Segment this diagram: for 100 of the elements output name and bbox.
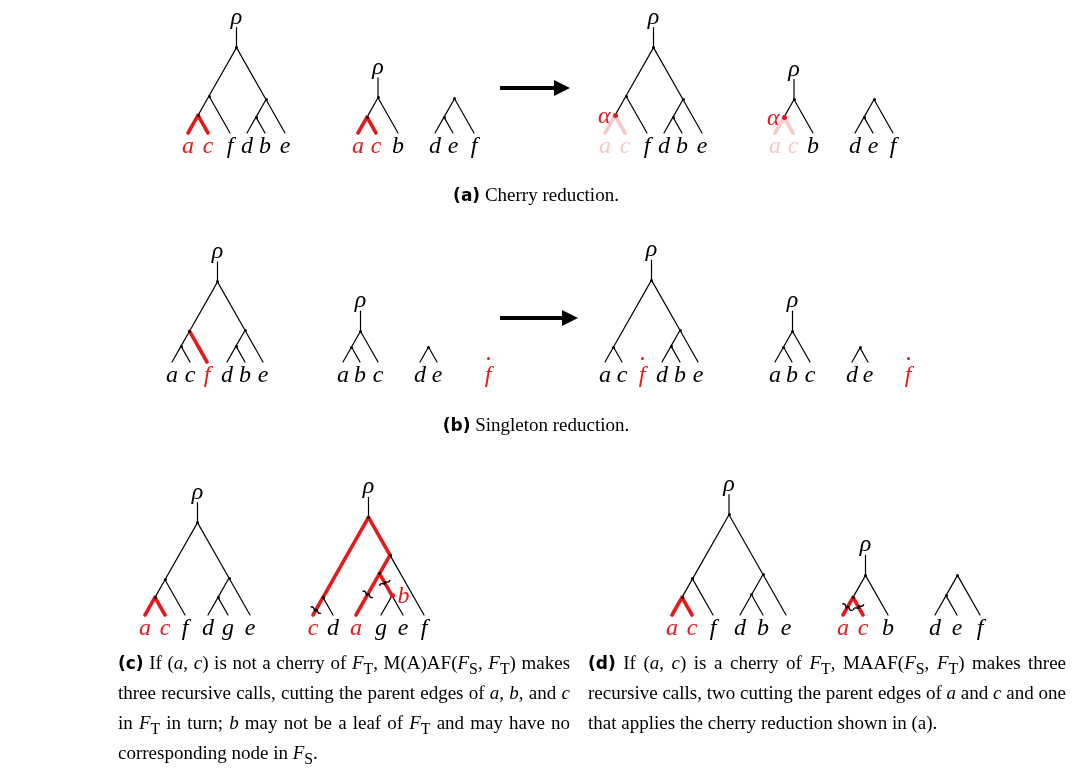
root-label: ρ [186,478,209,503]
tree-branch [207,596,219,616]
tree-branch [672,98,684,118]
tree-branch [614,95,627,116]
tree-branch [389,554,425,616]
branch-point [264,98,268,102]
branch-point [207,94,211,98]
leaf-label: a [833,616,853,638]
tree-branch [612,279,653,348]
tree-branch [197,95,210,116]
branch-point [196,113,200,117]
tree-branch [377,77,379,99]
tree-branch [670,595,684,617]
tree-branch [945,595,958,616]
tree-branch [196,502,199,524]
singleton-leaf: f [632,357,652,385]
tree-branch [791,330,811,363]
branch-point [956,573,959,577]
branch-point [791,329,794,333]
leaf-label: c [368,363,388,385]
leaf-label: c [366,134,386,156]
leaf-label: a [135,616,155,638]
leaf-label: d [654,134,674,156]
labeled-node: α [766,105,787,130]
tree-branch [311,595,325,617]
tree-branch [650,259,653,281]
branch-point [388,553,392,557]
tree-branch [434,116,445,134]
branch-point [442,115,446,119]
leaf-label: a [162,363,182,385]
tree-branch [377,97,399,134]
leaf-label: a [178,134,198,156]
tree-branch [672,116,683,134]
caption: (a) Cherry reduction. [452,183,620,207]
tree-branch [354,571,382,617]
branch-point [612,345,615,349]
tree-branch [750,573,764,596]
tree-branch [217,596,229,616]
tree-branch [670,329,681,347]
branch-point [624,94,628,98]
branch-point [216,595,220,599]
branch-point [453,97,456,101]
tree-branch [851,347,861,363]
tree-branch [728,514,764,576]
leaf-label: a [662,616,682,638]
leaf-label: e [947,616,967,638]
branch-point [153,595,157,599]
tree-branch [625,47,655,97]
root-label: ρ [718,470,740,495]
tree-branch [670,345,681,363]
tree-branch [863,98,875,118]
tree-branch [366,515,392,557]
branch-point [188,329,191,333]
branch-point [652,46,655,50]
root-label: ρ [357,473,380,498]
tree-branch [244,329,264,363]
leaf-label: c [612,363,632,385]
leaf-label: c [303,616,323,638]
leaf-label: b [670,363,690,385]
leaf-label: e [275,134,295,156]
tree-branch [863,116,874,134]
tree-branch [180,345,191,363]
tree-branch [265,98,286,134]
leaf-label: f [703,616,723,638]
tree-branch [841,595,855,617]
leaf-label: c [155,616,175,638]
tree-branch [419,346,430,363]
leaf-label: a [346,616,366,638]
tree-branch [180,330,191,347]
tree-branch [235,27,238,49]
tree-branch [171,345,182,363]
leaf-label: c [800,363,820,385]
leaf-label: f [220,134,240,156]
branch-point [216,280,219,284]
leaf-label: e [253,363,273,385]
leaf-label: b [255,134,275,156]
branch-point [851,595,855,599]
tree-branch [356,115,369,135]
tree-branch [945,574,959,597]
tree-branch [750,594,764,616]
leaf-label: c [853,616,873,638]
leaf-label: f [197,363,217,385]
branch-point [163,578,167,582]
singleton-leaf: f [898,357,918,385]
branch-point [234,344,238,348]
caption: (b) Singleton reduction. [441,413,631,437]
leaf-label: b [878,616,898,638]
leaf-label: b [235,363,255,385]
root-label: ρ [642,3,665,28]
branch-point [378,572,381,576]
leaf-label: c [682,616,702,638]
root-label: ρ [854,531,877,556]
tree-branch [154,579,166,598]
tree-branch [186,113,200,135]
leaf-label: b [782,363,802,385]
leaf-label: e [443,134,463,156]
branch-point [792,98,796,102]
leaf-label: f [637,134,657,156]
tree-branch [663,116,674,134]
tree-branch [235,329,246,347]
